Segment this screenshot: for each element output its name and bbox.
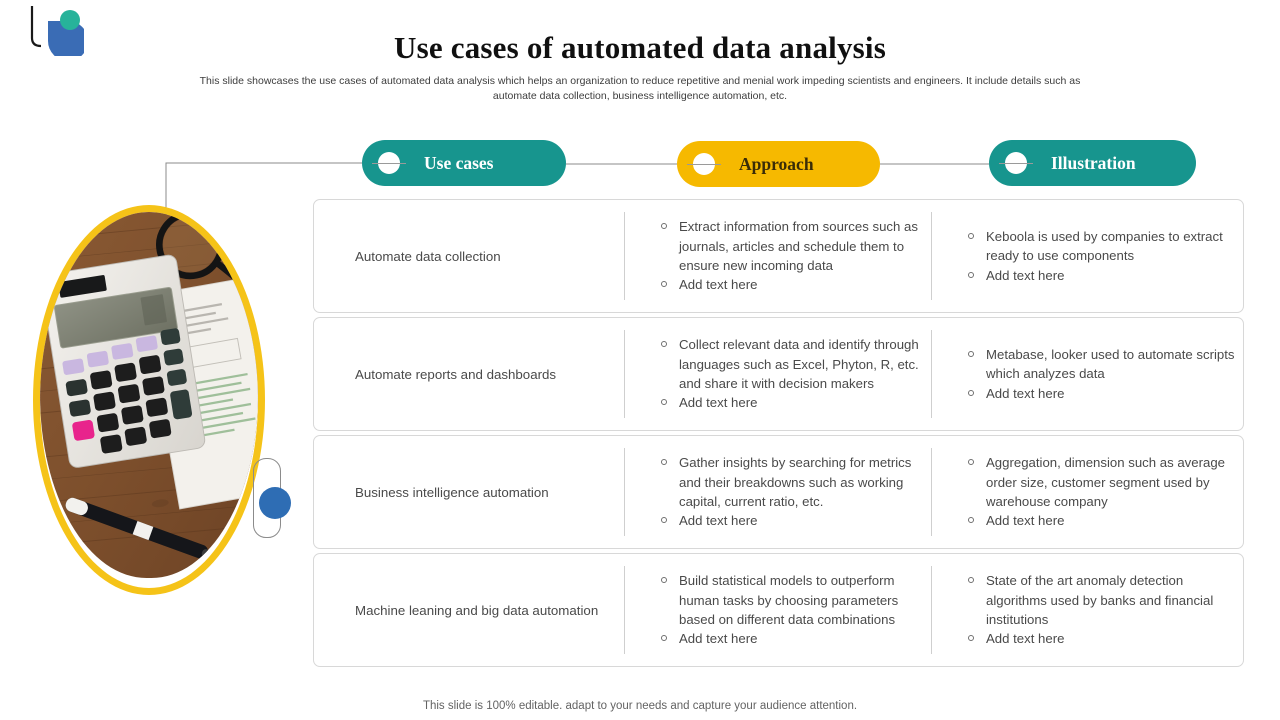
- illustration-list: Metabase, looker used to automate script…: [959, 318, 1239, 430]
- circle-line-icon: [687, 153, 721, 175]
- approach-list: Extract information from sources such as…: [652, 200, 932, 312]
- table-row[interactable]: Automate reports and dashboards Collect …: [313, 317, 1244, 431]
- calculator-on-desk-photo: [33, 205, 265, 595]
- approach-list: Build statistical models to outperform h…: [652, 554, 932, 666]
- list-item: Add text here: [959, 511, 1239, 530]
- column-divider: [624, 212, 625, 300]
- circle-line-icon: [372, 152, 406, 174]
- column-divider: [624, 448, 625, 536]
- list-item: Add text here: [652, 393, 932, 412]
- use-case-label: Automate reports and dashboards: [355, 366, 557, 382]
- list-item: Add text here: [959, 266, 1239, 285]
- column-divider: [624, 330, 625, 418]
- column-header-label: Use cases: [424, 152, 494, 173]
- list-item: Gather insights by searching for metrics…: [652, 453, 932, 511]
- footer-note: This slide is 100% editable. adapt to yo…: [422, 700, 858, 712]
- page-subtitle: This slide showcases the use cases of au…: [199, 75, 1081, 102]
- table-row[interactable]: Business intelligence automation Gather …: [313, 435, 1244, 549]
- list-item: Metabase, looker used to automate script…: [959, 345, 1239, 384]
- list-item: Add text here: [652, 275, 932, 294]
- list-item: Add text here: [959, 629, 1239, 648]
- list-item: Extract information from sources such as…: [652, 217, 932, 275]
- list-item: Add text here: [652, 511, 932, 530]
- column-header-approach[interactable]: Approach: [677, 141, 880, 187]
- list-item: Add text here: [652, 629, 932, 648]
- column-divider: [624, 566, 625, 654]
- table-row[interactable]: Automate data collection Extract informa…: [313, 199, 1244, 313]
- use-case-label: Business intelligence automation: [355, 484, 549, 500]
- logo-hook-icon: [30, 6, 42, 48]
- column-header-use-cases[interactable]: Use cases: [362, 140, 566, 186]
- column-header-label: Illustration: [1051, 152, 1136, 173]
- list-item: Build statistical models to outperform h…: [652, 571, 932, 629]
- use-case-label: Machine leaning and big data automation: [355, 602, 599, 618]
- table-row[interactable]: Machine leaning and big data automation …: [313, 553, 1244, 667]
- illustration-list: Aggregation, dimension such as average o…: [959, 436, 1239, 548]
- column-header-illustration[interactable]: Illustration: [989, 140, 1196, 186]
- list-item: Add text here: [959, 384, 1239, 403]
- list-item: Keboola is used by companies to extract …: [959, 227, 1239, 266]
- column-divider: [931, 212, 932, 300]
- page-title: Use cases of automated data analysis: [394, 30, 886, 65]
- column-divider: [931, 566, 932, 654]
- column-header-label: Approach: [739, 153, 814, 174]
- column-divider: [931, 448, 932, 536]
- illustration-list: Keboola is used by companies to extract …: [959, 200, 1239, 312]
- logo-dot-icon: [60, 10, 80, 30]
- accent-blue-dot: [259, 487, 291, 519]
- list-item: State of the art anomaly detection algor…: [959, 571, 1239, 629]
- company-logo: [30, 6, 84, 56]
- photo-artwork: [40, 212, 258, 579]
- list-item: Collect relevant data and identify throu…: [652, 335, 932, 393]
- approach-list: Gather insights by searching for metrics…: [652, 436, 932, 548]
- list-item: Aggregation, dimension such as average o…: [959, 453, 1239, 511]
- column-divider: [931, 330, 932, 418]
- circle-line-icon: [999, 152, 1033, 174]
- use-case-label: Automate data collection: [355, 248, 501, 264]
- illustration-list: State of the art anomaly detection algor…: [959, 554, 1239, 666]
- approach-list: Collect relevant data and identify throu…: [652, 318, 932, 430]
- logo-circle-icon: [48, 21, 84, 56]
